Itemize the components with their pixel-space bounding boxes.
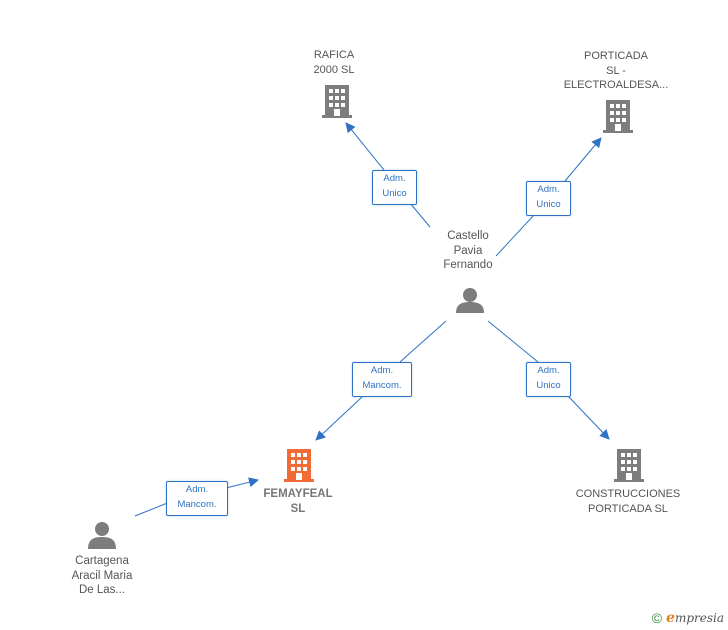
- node-label-construcciones[interactable]: CONSTRUCCIONES PORTICADA SL: [575, 488, 681, 515]
- person-icon[interactable]: [456, 288, 484, 313]
- edge-castello-femayfeal: [399, 320, 447, 363]
- edge-label-castello-construcciones[interactable]: Adm. Unico: [526, 362, 571, 397]
- node-label-porticada-electroaldesa[interactable]: PORTICADA SL - ELECTROALDESA...: [563, 50, 669, 91]
- node-label-femayfeal[interactable]: FEMAYFEAL SL: [263, 488, 333, 515]
- edge-castello-rafica: [345, 122, 385, 171]
- edge-castello-porticada-tail: [495, 214, 535, 257]
- person-icon[interactable]: [88, 522, 116, 549]
- edge-cartagena-femayfeal-head: [225, 477, 259, 489]
- edge-castello-femayfeal-head: [315, 396, 363, 441]
- building-icon[interactable]: [603, 100, 633, 133]
- node-label-rafica[interactable]: RAFICA 2000 SL: [313, 49, 355, 76]
- edge-label-castello-porticada[interactable]: Adm. Unico: [526, 181, 571, 216]
- node-label-castello[interactable]: Castello Pavia Fernando: [443, 230, 493, 271]
- edge-castello-rafica-tail: [409, 202, 431, 228]
- building-icon[interactable]: [614, 449, 644, 482]
- edge-label-cartagena-femayfeal[interactable]: Adm. Mancom.: [166, 481, 228, 516]
- copyright-icon: ©: [651, 610, 663, 626]
- edge-label-castello-rafica[interactable]: Adm. Unico: [372, 170, 417, 205]
- edge-castello-construcciones-head: [567, 395, 610, 440]
- edge-label-castello-femayfeal[interactable]: Adm. Mancom.: [352, 362, 412, 397]
- edge-castello-construcciones: [487, 320, 539, 363]
- node-label-cartagena[interactable]: Cartagena Aracil Maria De Las...: [71, 555, 133, 596]
- footer-brand: © empresia: [652, 610, 724, 626]
- building-icon-focus[interactable]: [284, 449, 314, 482]
- building-icon[interactable]: [322, 85, 352, 118]
- edge-castello-porticada: [564, 137, 602, 182]
- empresia-logo[interactable]: empresia: [666, 610, 724, 626]
- edge-cartagena-femayfeal: [134, 501, 171, 517]
